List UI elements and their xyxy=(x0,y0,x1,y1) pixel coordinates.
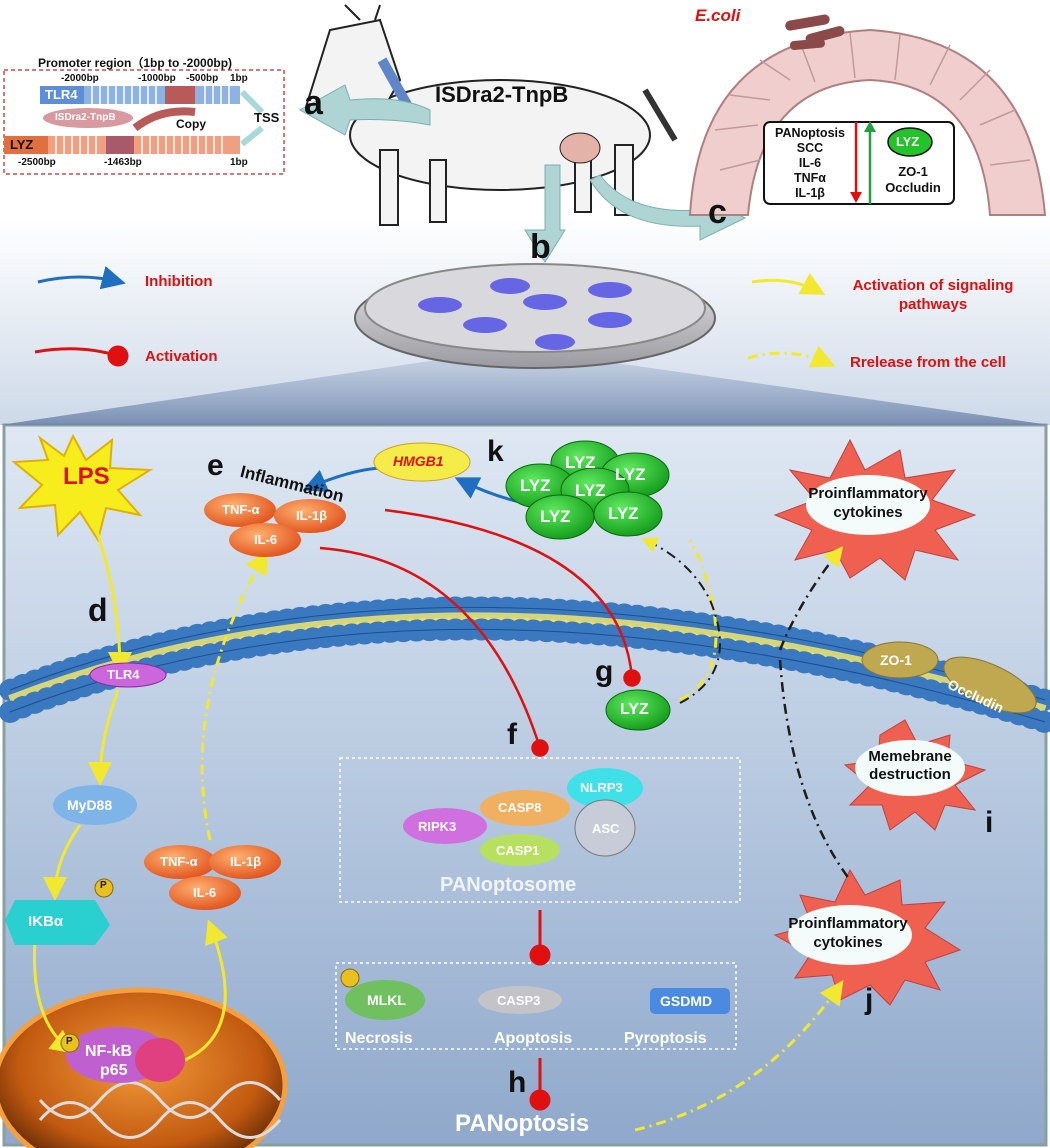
proinflam-top-line1: Proinflammatory xyxy=(808,485,928,502)
proinflammatory-top-label: Proinflammatory cytokines xyxy=(793,484,943,522)
promoter-title: Promoter region（1bp to -2000bp) xyxy=(38,56,233,70)
tlr4-gene-label: TLR4 xyxy=(45,87,78,102)
up-item-occludin: Occludin xyxy=(885,180,941,195)
lyz-single: LYZ xyxy=(620,701,649,718)
promoter-tick-2000: -2000bp xyxy=(61,73,99,84)
ikba-label: IKBα xyxy=(28,913,64,930)
panel-letter-g: g xyxy=(595,655,614,688)
panoptosis-label: PANoptosis xyxy=(455,1110,590,1137)
proinflam-top-line2: cytokines xyxy=(833,504,903,521)
lps-label: LPS xyxy=(63,463,110,490)
cytokine-il6-nuclear: IL-6 xyxy=(193,885,217,900)
membrane-destruction-line2: destruction xyxy=(869,766,951,783)
panoptosome-label: PANoptosome xyxy=(440,874,577,896)
lyz-cluster-4: LYZ xyxy=(575,481,606,500)
proinflam-bottom-line1: Proinflammatory xyxy=(788,915,908,932)
lyz-cluster-1: LYZ xyxy=(565,453,596,472)
ecoli-label: E.coli xyxy=(695,6,741,25)
lyz-gene-label: LYZ xyxy=(10,137,34,152)
proinflam-bottom-line2: cytokines xyxy=(813,934,883,951)
down-item-tnfa: TNFα xyxy=(794,171,826,185)
cytokine-il1b-nuclear: IL-1β xyxy=(230,854,262,869)
lyz-cluster-6: LYZ xyxy=(608,504,639,523)
lyz-cluster-3: LYZ xyxy=(520,476,551,495)
pyroptosis-label: Pyroptosis xyxy=(624,1030,707,1047)
nlrp3-label: NLRP3 xyxy=(580,780,623,795)
nfkb-label: NF-kB xyxy=(85,1043,133,1060)
down-item-panoptosis: PANoptosis xyxy=(775,126,845,140)
panel-letter-c: c xyxy=(708,193,727,231)
promoter-tick-500: -500bp xyxy=(186,73,219,84)
apoptosis-label: Apoptosis xyxy=(494,1030,573,1047)
promoter-tick-1000: -1000bp xyxy=(138,73,176,84)
goat-label: ISDra2-TnpB xyxy=(435,82,569,107)
proinflammatory-bottom-label: Proinflammatory cytokines xyxy=(773,914,923,952)
necrosis-label: Necrosis xyxy=(345,1030,413,1047)
tlr4-receptor: TLR4 xyxy=(107,667,140,682)
promoter-tick-1bp-bottom: 1bp xyxy=(230,157,248,168)
gsdmd-label: GSDMD xyxy=(660,993,713,1009)
promoter-tick-1bp: 1bp xyxy=(230,73,248,84)
casp3-label: CASP3 xyxy=(497,993,541,1008)
lyz-cluster-2: LYZ xyxy=(615,465,646,484)
legend-release: Rrelease from the cell xyxy=(850,354,1006,371)
panel-letter-e: e xyxy=(207,449,224,482)
casp1-label: CASP1 xyxy=(496,843,540,858)
panel-letter-k: k xyxy=(487,435,504,468)
tss-label: TSS xyxy=(254,110,280,125)
lyz-cluster-5: LYZ xyxy=(540,507,571,526)
promoter-tick-2500: -2500bp xyxy=(18,157,56,168)
down-item-scc: SCC xyxy=(796,141,824,155)
intestine-lyz-label: LYZ xyxy=(896,134,920,149)
p65-label: p65 xyxy=(100,1062,128,1079)
panel-letter-d: d xyxy=(88,592,108,628)
hmgb1-label: HMGB1 xyxy=(393,453,444,469)
isdra2-label: ISDra2-TnpB xyxy=(55,112,116,123)
panel-letter-i: i xyxy=(985,806,994,839)
cytokine-il6-top: IL-6 xyxy=(254,532,278,547)
cytokine-tnfa-nuclear: TNF-α xyxy=(160,854,198,869)
asc-label: ASC xyxy=(592,821,620,836)
mlkl-label: MLKL xyxy=(367,992,406,1008)
zo1-label: ZO-1 xyxy=(880,652,912,668)
down-item-il6: IL-6 xyxy=(798,156,822,170)
membrane-destruction-line1: Memebrane xyxy=(868,748,952,765)
panel-letter-h: h xyxy=(508,1066,527,1099)
panel-letter-a: a xyxy=(304,84,323,122)
cytokine-il1b-top: IL-1β xyxy=(296,508,328,523)
ripk3-label: RIPK3 xyxy=(418,819,457,834)
casp8-label: CASP8 xyxy=(498,800,542,815)
promoter-tick-1463: -1463bp xyxy=(104,157,142,168)
myd88-label: MyD88 xyxy=(67,797,113,813)
panel-letter-j: j xyxy=(865,983,874,1016)
legend-activation-signaling: Activation of signaling pathways xyxy=(852,277,1014,313)
up-item-zo1: ZO-1 xyxy=(898,164,928,179)
down-item-il1b: IL-1β xyxy=(795,186,825,200)
cytokine-tnfa-top: TNF-α xyxy=(222,502,260,517)
panel-letter-b: b xyxy=(530,228,551,266)
phospho-ikba: P xyxy=(100,880,107,891)
panel-letter-f: f xyxy=(507,718,517,751)
membrane-destruction-label: Memebrane destruction xyxy=(855,748,965,784)
legend-activation: Activation xyxy=(145,348,218,365)
intestine-down-list: PANoptosis SCC IL-6 TNFα IL-1β xyxy=(766,126,854,201)
copy-label: Copy xyxy=(176,117,206,131)
legend-inhibition: Inhibition xyxy=(145,273,213,290)
phospho-nfkb: P xyxy=(66,1036,73,1047)
intestine-up-list: ZO-1 Occludin xyxy=(874,164,952,196)
